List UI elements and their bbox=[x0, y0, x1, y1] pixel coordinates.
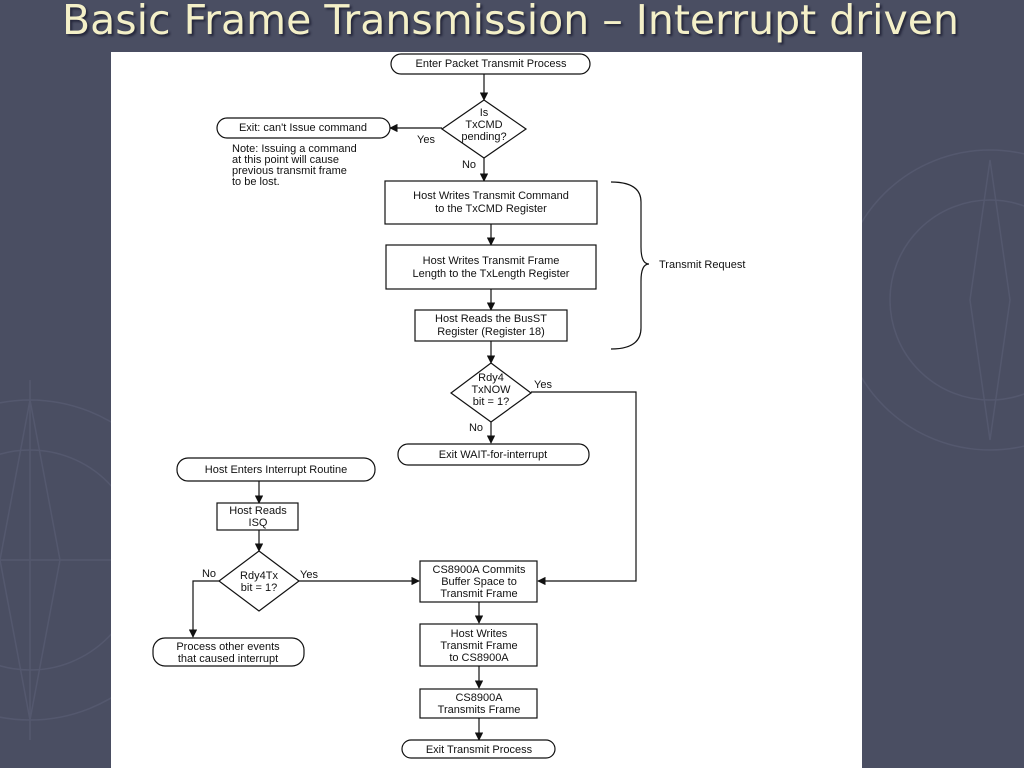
host-reads-busst-box: Host Reads the BusST Register (Register … bbox=[414, 309, 568, 342]
decision-txcmd-line-1: Is bbox=[480, 107, 489, 119]
host-writes-frame-box: Host Writes Transmit Frame to CS8900A bbox=[419, 623, 538, 667]
interrupt-routine-label: Host Enters Interrupt Routine bbox=[205, 464, 347, 476]
process-other-line-1: Process other events bbox=[176, 641, 280, 653]
decision-rdy4tx: Rdy4Tx bit = 1? bbox=[218, 550, 300, 612]
host-writes-cmd-line-2: to the TxCMD Register bbox=[435, 203, 547, 215]
rdy4tx-yes-label: Yes bbox=[300, 569, 318, 581]
decision-txcmd-line-3: pending? bbox=[461, 131, 506, 143]
host-writes-cmd-box: Host Writes Transmit Command to the TxCM… bbox=[384, 180, 598, 225]
exit-cant-issue-terminal: Exit: can't Issue command bbox=[216, 117, 391, 139]
decision-rdy4txnow-line-1: Rdy4 bbox=[478, 372, 504, 384]
host-writes-cmd-line-1: Host Writes Transmit Command bbox=[413, 190, 569, 202]
note-line-2: at this point will cause bbox=[232, 154, 339, 166]
cs-commits-box: CS8900A Commits Buffer Space to Transmit… bbox=[419, 560, 538, 603]
start-terminal: Enter Packet Transmit Process bbox=[390, 53, 591, 75]
process-other-line-2: that caused interrupt bbox=[178, 653, 278, 665]
host-writes-len-line-1: Host Writes Transmit Frame bbox=[423, 255, 560, 267]
exit-cant-issue-label: Exit: can't Issue command bbox=[239, 122, 367, 134]
connectors bbox=[188, 74, 637, 741]
host-writes-frame-line-2: Transmit Frame bbox=[440, 640, 517, 652]
end-label: Exit Transmit Process bbox=[426, 744, 533, 756]
transmit-request-brace bbox=[610, 181, 650, 350]
end-terminal: Exit Transmit Process bbox=[401, 739, 556, 759]
cs-transmits-line-1: CS8900A bbox=[455, 692, 503, 704]
note-line-3: previous transmit frame bbox=[232, 165, 347, 177]
host-writes-frame-line-1: Host Writes bbox=[451, 628, 508, 640]
cs-transmits-line-2: Transmits Frame bbox=[438, 704, 521, 716]
slide-title: Basic Frame Transmission – Interrupt dri… bbox=[62, 0, 960, 44]
decision-rdy4txnow: Rdy4 TxNOW bit = 1? bbox=[449, 362, 533, 423]
decision-rdy4tx-line-2: bit = 1? bbox=[241, 582, 277, 594]
transmit-request-label: Transmit Request bbox=[659, 259, 745, 271]
host-reads-isq-box: Host Reads ISQ bbox=[216, 502, 299, 531]
arrow-rdy4tx-no bbox=[188, 580, 219, 638]
host-writes-frame-line-3: to CS8900A bbox=[449, 652, 509, 664]
decision-rdy4txnow-line-3: bit = 1? bbox=[473, 396, 509, 408]
note-line-1: Note: Issuing a command bbox=[232, 143, 357, 155]
arrow-rdy4txnow-yes bbox=[531, 391, 637, 586]
decision-rdy4txnow-line-2: TxNOW bbox=[471, 384, 511, 396]
rdy4txnow-yes-label: Yes bbox=[534, 379, 552, 391]
decision-rdy4tx-line-1: Rdy4Tx bbox=[240, 570, 278, 582]
txcmd-yes-label: Yes bbox=[417, 134, 435, 146]
exit-wait-terminal: Exit WAIT-for-interrupt bbox=[397, 443, 590, 466]
interrupt-routine-terminal: Host Enters Interrupt Routine bbox=[176, 457, 376, 482]
rdy4tx-no-label: No bbox=[202, 568, 216, 580]
rdy4txnow-no-label: No bbox=[469, 422, 483, 434]
note-line-4: to be lost. bbox=[232, 176, 280, 188]
cs-commits-line-2: Buffer Space to bbox=[441, 576, 517, 588]
flowchart-panel: Enter Packet Transmit Process Is TxCMD p… bbox=[111, 52, 862, 768]
decision-txcmd-line-2: TxCMD bbox=[465, 119, 502, 131]
host-reads-isq-line-2: ISQ bbox=[249, 517, 268, 529]
decision-txcmd-pending: Is TxCMD pending? bbox=[440, 99, 528, 159]
host-reads-busst-line-2: Register (Register 18) bbox=[437, 326, 545, 338]
host-writes-len-line-2: Length to the TxLength Register bbox=[413, 268, 570, 280]
host-writes-len-box: Host Writes Transmit Frame Length to the… bbox=[385, 244, 597, 290]
host-reads-isq-line-1: Host Reads bbox=[229, 505, 287, 517]
process-other-terminal: Process other events that caused interru… bbox=[152, 637, 305, 667]
start-label: Enter Packet Transmit Process bbox=[416, 58, 567, 70]
note-text: Note: Issuing a command at this point wi… bbox=[232, 143, 357, 188]
flowchart: Enter Packet Transmit Process Is TxCMD p… bbox=[152, 53, 745, 759]
cs-commits-line-3: Transmit Frame bbox=[440, 588, 517, 600]
exit-wait-label: Exit WAIT-for-interrupt bbox=[439, 449, 547, 461]
cs-transmits-box: CS8900A Transmits Frame bbox=[419, 688, 538, 719]
host-reads-busst-line-1: Host Reads the BusST bbox=[435, 313, 547, 325]
txcmd-no-label: No bbox=[462, 159, 476, 171]
cs-commits-line-1: CS8900A Commits bbox=[433, 564, 526, 576]
